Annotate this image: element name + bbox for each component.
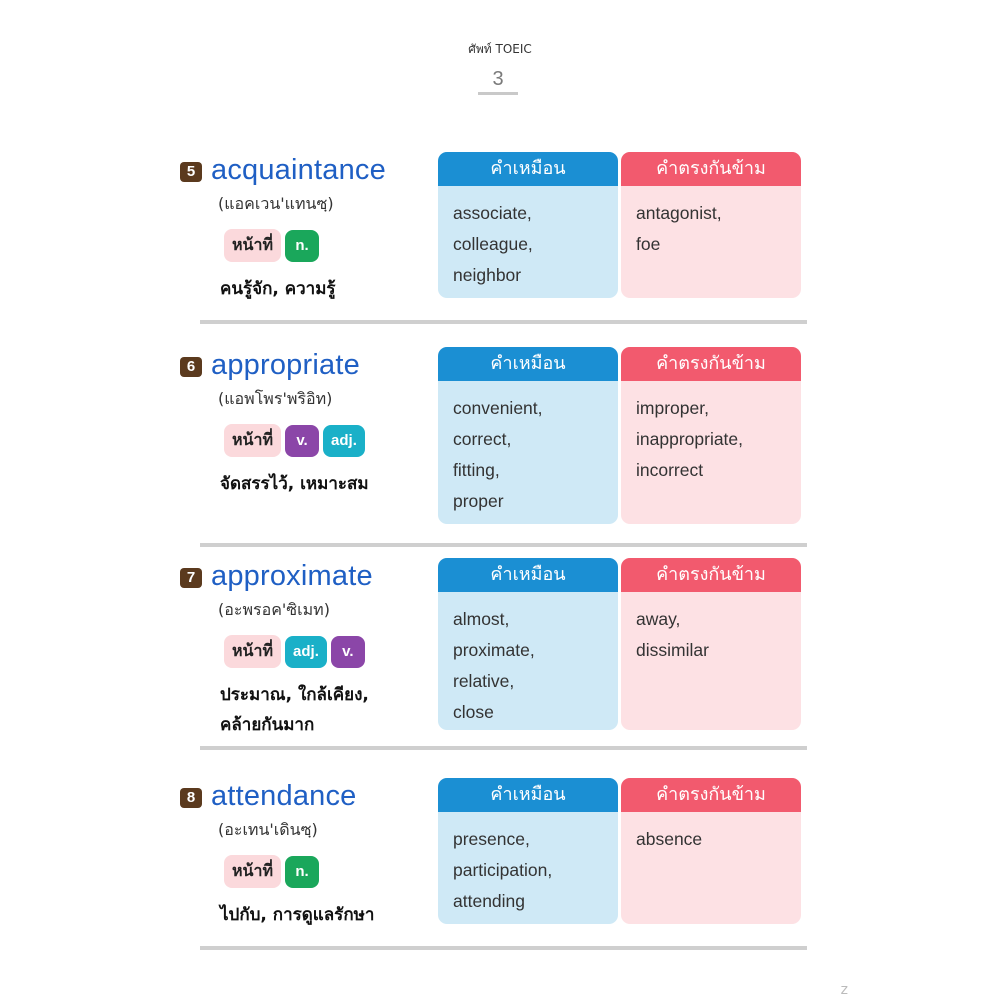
pronunciation: (อะพรอค'ซิเมท) [218, 600, 330, 619]
antonyms-list: away, dissimilar [621, 592, 801, 674]
word-info: 7 approximate (อะพรอค'ซิเมท) หน้าที่ adj… [180, 558, 435, 740]
synonym-item: almost, [453, 609, 510, 629]
entry-number-badge: 7 [180, 567, 202, 588]
meaning-line: คล้ายกันมาก [220, 715, 315, 735]
vocab-word: attendance [211, 779, 357, 812]
pronunciation: (แอพโพร'พริอิท) [218, 389, 333, 408]
antonym-item: foe [636, 234, 661, 254]
synonyms-header: คำเหมือน [438, 558, 618, 592]
synonym-item: associate, [453, 203, 532, 223]
meaning-line: จัดสรรไว้, เหมาะสม [220, 474, 369, 494]
synonyms-list: presence, participation, attending [438, 812, 618, 924]
synonym-item: presence, [453, 829, 530, 849]
vocab-word: approximate [211, 559, 373, 592]
entry-number-badge: 6 [180, 356, 202, 377]
role-label: หน้าที่ [224, 229, 282, 262]
thai-meaning: ประมาณ, ใกล้เคียง, คล้ายกันมาก [220, 680, 435, 740]
thai-meaning: ไปกับ, การดูแลรักษา [220, 900, 435, 930]
entry-number-badge: 8 [180, 787, 202, 808]
entry-number-badge: 5 [180, 161, 202, 182]
page-number: 3 [492, 68, 504, 90]
synonyms-list: convenient, correct, fitting, proper [438, 381, 618, 524]
corner-mark: z [840, 982, 848, 998]
vocab-entry: 8 attendance (อะเทน'เดินซฺ) หน้าที่ n. ไ… [180, 778, 810, 928]
word-info: 5 acquaintance (แอคเวน'แทนซฺ) หน้าที่ n.… [180, 152, 435, 304]
vocab-entry: 7 approximate (อะพรอค'ซิเมท) หน้าที่ adj… [180, 558, 810, 738]
header-title: ศัพท์ TOEIC [468, 42, 532, 56]
antonyms-box: คำตรงกันข้าม improper, inappropriate, in… [621, 347, 801, 524]
vocab-word: acquaintance [211, 153, 386, 186]
meaning-line: ไปกับ, การดูแลรักษา [220, 905, 375, 925]
part-of-speech-row: หน้าที่ v. adj. [224, 424, 435, 457]
synonyms-header: คำเหมือน [438, 347, 618, 381]
meaning-line: ประมาณ, ใกล้เคียง, [220, 685, 369, 705]
antonyms-header: คำตรงกันข้าม [621, 152, 801, 186]
thai-meaning: จัดสรรไว้, เหมาะสม [220, 469, 435, 499]
role-label: หน้าที่ [224, 855, 282, 888]
synonyms-header: คำเหมือน [438, 152, 618, 186]
pos-tag-adjective: adj. [285, 635, 327, 668]
synonym-item: correct, [453, 429, 512, 449]
part-of-speech-row: หน้าที่ adj. v. [224, 635, 435, 668]
antonyms-box: คำตรงกันข้าม antagonist, foe [621, 152, 801, 298]
antonym-item: dissimilar [636, 640, 709, 660]
synonym-item: proper [453, 491, 504, 511]
synonyms-box: คำเหมือน almost, proximate, relative, cl… [438, 558, 618, 730]
entry-divider [200, 946, 807, 950]
pronunciation: (แอคเวน'แทนซฺ) [218, 194, 334, 213]
synonyms-list: associate, colleague, neighbor [438, 186, 618, 298]
pronunciation: (อะเทน'เดินซฺ) [218, 820, 318, 839]
vocab-entry: 5 acquaintance (แอคเวน'แทนซฺ) หน้าที่ n.… [180, 152, 810, 302]
antonyms-box: คำตรงกันข้าม absence [621, 778, 801, 924]
antonyms-header: คำตรงกันข้าม [621, 778, 801, 812]
synonym-item: participation, [453, 860, 553, 880]
part-of-speech-row: หน้าที่ n. [224, 855, 435, 888]
thai-meaning: คนรู้จัก, ความรู้ [220, 274, 435, 304]
pos-tag-adjective: adj. [323, 424, 365, 457]
synonym-item: proximate, [453, 640, 535, 660]
antonyms-header: คำตรงกันข้าม [621, 558, 801, 592]
synonym-item: neighbor [453, 265, 522, 285]
synonym-item: colleague, [453, 234, 533, 254]
antonym-item: incorrect [636, 460, 704, 480]
synonyms-list: almost, proximate, relative, close [438, 592, 618, 730]
synonyms-box: คำเหมือน presence, participation, attend… [438, 778, 618, 924]
antonyms-header: คำตรงกันข้าม [621, 347, 801, 381]
antonyms-list: improper, inappropriate, incorrect [621, 381, 801, 494]
vocab-entry: 6 appropriate (แอพโพร'พริอิท) หน้าที่ v.… [180, 347, 810, 527]
synonyms-header: คำเหมือน [438, 778, 618, 812]
antonym-item: absence [636, 829, 703, 849]
antonyms-list: antagonist, foe [621, 186, 801, 268]
synonym-item: relative, [453, 671, 515, 691]
word-info: 6 appropriate (แอพโพร'พริอิท) หน้าที่ v.… [180, 347, 435, 499]
entry-divider [200, 320, 807, 324]
synonyms-box: คำเหมือน associate, colleague, neighbor [438, 152, 618, 298]
vocab-word: appropriate [211, 348, 360, 381]
synonym-item: fitting, [453, 460, 500, 480]
antonyms-box: คำตรงกันข้าม away, dissimilar [621, 558, 801, 730]
antonyms-list: absence [621, 812, 801, 863]
page-number-underline [478, 92, 518, 95]
synonym-item: close [453, 702, 494, 722]
role-label: หน้าที่ [224, 424, 282, 457]
synonyms-box: คำเหมือน convenient, correct, fitting, p… [438, 347, 618, 524]
entry-divider [200, 746, 807, 750]
pos-tag-noun: n. [285, 855, 320, 888]
synonym-item: attending [453, 891, 526, 911]
antonym-item: antagonist, [636, 203, 722, 223]
pos-tag-verb: v. [285, 424, 320, 457]
synonym-item: convenient, [453, 398, 543, 418]
word-info: 8 attendance (อะเทน'เดินซฺ) หน้าที่ n. ไ… [180, 778, 435, 930]
antonym-item: away, [636, 609, 681, 629]
meaning-line: คนรู้จัก, ความรู้ [220, 279, 336, 299]
part-of-speech-row: หน้าที่ n. [224, 229, 435, 262]
antonym-item: inappropriate, [636, 429, 744, 449]
entry-divider [200, 543, 807, 547]
pos-tag-noun: n. [285, 229, 320, 262]
role-label: หน้าที่ [224, 635, 282, 668]
pos-tag-verb: v. [330, 635, 365, 668]
antonym-item: improper, [636, 398, 709, 418]
